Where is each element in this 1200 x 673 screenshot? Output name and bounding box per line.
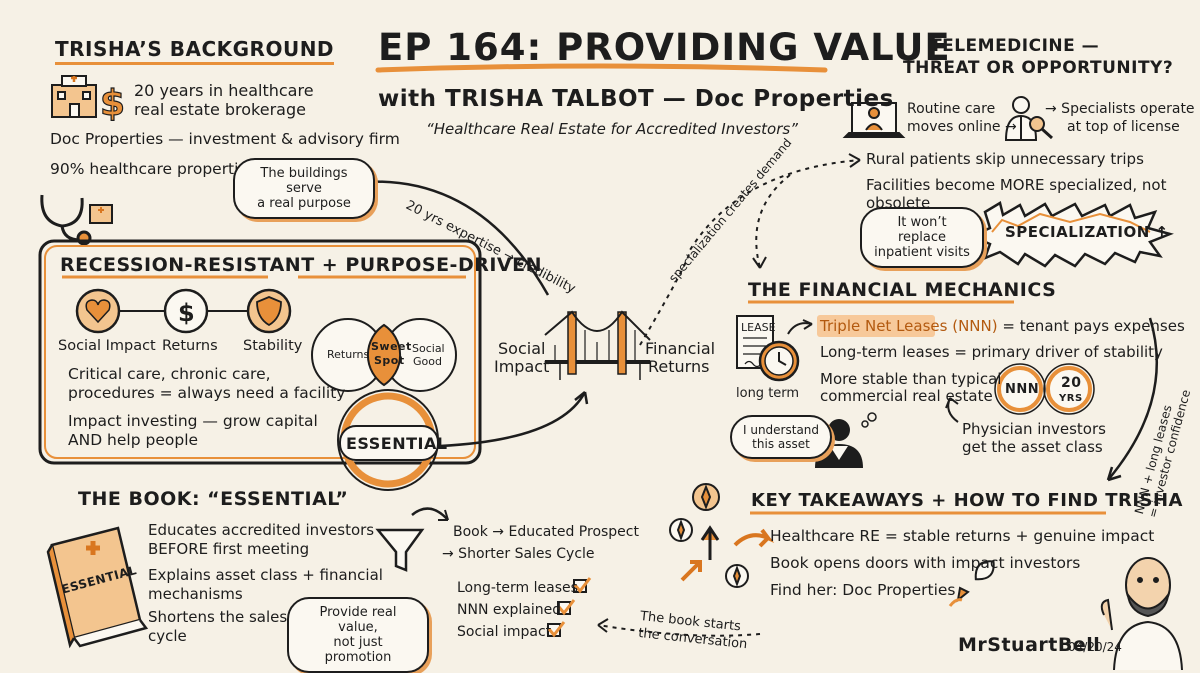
telemedicine-heading-2: THREAT OR OPPORTUNITY?	[903, 58, 1174, 78]
background-line: Doc Properties — investment & advisory f…	[50, 130, 400, 148]
check-item: NNN explained	[457, 602, 562, 618]
checkbox-icons	[547, 577, 592, 638]
financial-line-nnn: Triple Net Leases (NNN) = tenant pays ex…	[820, 317, 1185, 335]
venn-label-returns: Returns	[327, 348, 370, 361]
bridge-label-impact: Impact	[494, 357, 550, 376]
tagline: “Healthcare Real Estate for Accredited I…	[426, 120, 798, 138]
funnel-icon	[375, 507, 449, 572]
bubble-text: Provide real value,	[319, 605, 397, 635]
specialization-burst: SPECIALIZATION ↑	[1005, 223, 1169, 241]
doctor-icon	[1004, 96, 1054, 141]
bridge-label-financial: Financial	[645, 339, 716, 358]
speech-bubble-inpatient: It won’t replace inpatient visits	[860, 207, 984, 268]
check-item: Long-term leases	[457, 580, 578, 596]
speech-bubble-understand: I understand this asset	[730, 415, 832, 459]
recession-point: Critical care, chronic care,	[68, 365, 271, 383]
venn-label-spot: Spot	[374, 354, 405, 367]
telemedicine-specialists-2: at top of license	[1067, 119, 1180, 135]
nnn-highlight: Triple Net Leases (NNN)	[820, 317, 998, 335]
dollar-icon: $	[100, 83, 125, 124]
venn-label-social: Social	[412, 342, 445, 355]
bridge-label-social: Social	[498, 339, 546, 358]
signature-date: 04/20/24	[1068, 640, 1122, 654]
speech-bubble-buildings: The buildings serve a real purpose	[233, 158, 375, 219]
bridge-icon	[544, 310, 651, 380]
svg-text:$: $	[178, 299, 195, 327]
bubble-text: this asset	[752, 437, 810, 451]
physician-line-2: get the asset class	[962, 438, 1103, 456]
book-icon	[46, 526, 149, 649]
telemedicine-line: Rural patients skip unnecessary trips	[866, 150, 1144, 168]
bubble-text: It won’t replace	[897, 215, 947, 245]
rocket-icon	[948, 560, 995, 607]
years-badge-unit: YRS	[1059, 393, 1083, 404]
compass-icon	[669, 483, 775, 588]
book-line: cycle	[148, 627, 187, 645]
telemedicine-heading: TELEMEDICINE —	[930, 36, 1100, 56]
book-line: Shortens the sales	[148, 608, 288, 626]
clock-label: long term	[736, 386, 800, 401]
check-item: Social impact	[457, 624, 552, 640]
nnn-badge: NNN	[1005, 382, 1040, 397]
background-line: 20 years in healthcare	[134, 81, 314, 100]
icon-label-social-impact: Social Impact	[58, 338, 156, 354]
bubble-text: I understand	[742, 423, 820, 437]
book-line: mechanisms	[148, 585, 243, 603]
background-line: real estate brokerage	[134, 100, 306, 119]
book-heading: THE BOOK: “ESSENTIAL”	[78, 488, 349, 510]
nnn-rest: = tenant pays expenses	[997, 317, 1185, 335]
physician-line: Physician investors	[962, 420, 1106, 438]
recession-point: procedures = always need a facility	[68, 384, 346, 402]
recession-point: Impact investing — grow capital	[68, 412, 318, 430]
lease-label: LEASE	[741, 321, 776, 334]
signature-name: MrStuartBell	[958, 634, 1101, 656]
laptop-doctor-icon	[842, 102, 906, 138]
venn-label-good: Good	[413, 355, 442, 368]
hospital-icon	[51, 75, 97, 118]
financial-heading: THE FINANCIAL MECHANICS	[748, 279, 1057, 301]
speech-bubble-real-value: Provide real value, not just promotion	[287, 597, 429, 673]
financial-line: More stable than typical	[820, 370, 1002, 388]
book-line: Explains asset class + financial	[148, 566, 383, 584]
telemedicine-specialists: → Specialists operate	[1045, 101, 1195, 117]
background-heading: TRISHA’S BACKGROUND	[55, 37, 335, 65]
takeaway-line: Find her: Doc Properties	[770, 581, 956, 599]
clock-icon	[758, 340, 800, 382]
bubble-text: The buildings serve	[260, 166, 348, 196]
telemedicine-routine-2: moves online →	[907, 119, 1017, 135]
book-line: Educates accredited investors	[148, 521, 375, 539]
background-line: 90% healthcare properties	[50, 160, 257, 178]
shield-icon	[246, 288, 292, 334]
avatar-icon	[1100, 557, 1183, 670]
page-title: EP 164: PROVIDING VALUE	[378, 26, 951, 69]
dollar-circle-icon: $	[163, 288, 209, 334]
financial-line: commercial real estate	[820, 387, 993, 405]
book-line: BEFORE first meeting	[148, 540, 310, 558]
funnel-line: → Shorter Sales Cycle	[442, 546, 595, 562]
heading-purpose-driven: PURPOSE-DRIVEN	[345, 254, 542, 276]
bridge-label-returns: Returns	[648, 357, 710, 376]
venn-label-sweet: Sweet	[371, 340, 412, 353]
heading-recession-resistant: RECESSION-RESISTANT	[60, 254, 315, 276]
telemedicine-routine: Routine care	[907, 101, 996, 117]
icon-label-stability: Stability	[243, 338, 303, 354]
venn-diagram	[311, 318, 457, 392]
funnel-line: Book → Educated Prospect	[453, 524, 639, 540]
stethoscope-icon	[40, 194, 113, 246]
heart-icon	[75, 288, 121, 334]
bubble-text: a real purpose	[257, 196, 351, 211]
icon-label-returns: Returns	[162, 338, 218, 354]
bubble-text: inpatient visits	[874, 245, 970, 260]
essential-badge: ESSENTIAL	[346, 434, 448, 453]
years-badge-number: 20	[1061, 375, 1082, 391]
takeaway-line: Healthcare RE = stable returns + genuine…	[770, 527, 1155, 545]
financial-line: Long-term leases = primary driver of sta…	[820, 343, 1163, 361]
takeaways-heading: KEY TAKEAWAYS + HOW TO FIND TRISHA	[751, 490, 1183, 511]
recession-point: AND help people	[68, 431, 199, 449]
heading-plus: +	[321, 254, 339, 276]
recession-heading: RECESSION-RESISTANT + PURPOSE-DRIVEN	[60, 254, 542, 276]
takeaway-line: Book opens doors with impact investors	[770, 554, 1081, 572]
bubble-text: not just promotion	[324, 635, 392, 665]
page-subtitle: with TRISHA TALBOT — Doc Properties	[378, 86, 894, 112]
